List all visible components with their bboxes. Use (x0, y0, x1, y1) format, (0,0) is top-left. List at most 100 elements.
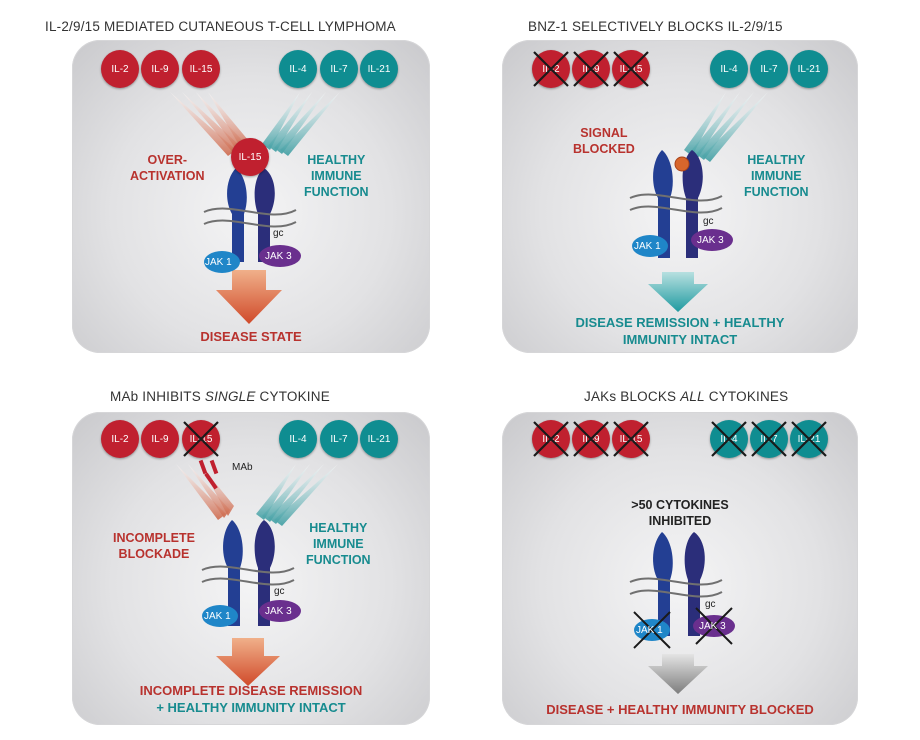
outcome-line-1: DISEASE STATE (200, 329, 302, 344)
cytokine-il-7: IL-7 (750, 50, 788, 88)
left-label-line-1: INCOMPLETE (113, 531, 195, 545)
bound-cytokine-il-15: IL-15 (231, 138, 269, 176)
gc-label: gc (273, 228, 284, 239)
healthy-immune-function-label: HEALTHY IMMUNE FUNCTION (306, 520, 371, 568)
right-label-line-2: IMMUNE (310, 169, 362, 183)
cytokine-il-21-blocked: IL-21 (790, 420, 828, 458)
mab-antibody-icon (198, 459, 219, 490)
cytokine-il-4: IL-4 (279, 420, 317, 458)
right-label-line-2: IMMUNE (312, 537, 364, 551)
right-label-line-1: HEALTHY (307, 153, 366, 167)
outcome-line-1: DISEASE + HEALTHY IMMUNITY BLOCKED (546, 702, 814, 717)
jak1-label: JAK 1 (636, 625, 663, 636)
incomplete-blockade-label: INCOMPLETE BLOCKADE (113, 530, 195, 562)
outcome-line-1: INCOMPLETE DISEASE REMISSION (139, 683, 363, 698)
gc-label: gc (703, 216, 714, 227)
right-label-line-3: FUNCTION (306, 553, 371, 567)
cytokine-il-7: IL-7 (320, 50, 358, 88)
outcome-line-2: + HEALTHY IMMUNITY INTACT (156, 700, 346, 715)
receptor (227, 168, 275, 262)
downward-arrow (216, 638, 280, 686)
cytokine-il-2: IL-2 (101, 50, 139, 88)
over-activation-label: OVER- ACTIVATION (130, 152, 205, 184)
membrane-lines (629, 193, 723, 214)
healthy-immune-function-label: HEALTHY IMMUNE FUNCTION (304, 152, 369, 200)
panel-1-title: IL-2/9/15 MEDIATED CUTANEOUS T-CELL LYMP… (45, 19, 396, 34)
membrane-lines (629, 577, 723, 598)
cytokine-il-21: IL-21 (790, 50, 828, 88)
jak1-label: JAK 1 (634, 241, 661, 252)
cytokine-il-9: IL-9 (141, 50, 179, 88)
cytokine-il-7-blocked: IL-7 (750, 420, 788, 458)
cytokines-inhibited-label: >50 CYTOKINES INHIBITED (502, 497, 858, 529)
cytokine-il-7: IL-7 (320, 420, 358, 458)
jak3-label: JAK 3 (697, 235, 724, 246)
left-label-line-2: BLOCKADE (118, 547, 190, 561)
jak-cross-out-icons (633, 607, 733, 649)
cytokine-il-4: IL-4 (710, 50, 748, 88)
right-label-line-2: IMMUNE (750, 169, 802, 183)
left-label-line-2: ACTIVATION (130, 169, 205, 183)
downward-arrow (648, 654, 708, 694)
teal-signal-rays (256, 464, 338, 526)
mab-label: MAb (232, 462, 253, 473)
right-label-line-1: HEALTHY (747, 153, 806, 167)
panel-2-title: BNZ-1 SELECTIVELY BLOCKS IL-2/9/15 (528, 19, 783, 34)
center-label-line-2: INHIBITED (648, 514, 712, 528)
left-label-line-2: BLOCKED (573, 142, 635, 156)
left-label-line-1: OVER- (147, 153, 188, 167)
center-label-line-1: >50 CYTOKINES (631, 498, 729, 512)
gc-label: gc (705, 599, 716, 610)
jak3-label: JAK 3 (265, 251, 292, 262)
membrane-lines (203, 207, 297, 228)
downward-arrow (216, 270, 282, 324)
jak3-shape (259, 245, 301, 267)
cytokine-il-4-blocked: IL-4 (710, 420, 748, 458)
cytokine-il-15: IL-15 (182, 50, 220, 88)
membrane-lines (201, 565, 295, 586)
jak3-shape (259, 600, 301, 622)
cytokine-il-21: IL-21 (360, 50, 398, 88)
jak3-label: JAK 3 (265, 606, 292, 617)
downward-arrow (648, 272, 708, 312)
cytokine-il-2-blocked: IL-2 (532, 50, 570, 88)
teal-signal-rays (684, 92, 768, 162)
outcome-line-2: IMMUNITY INTACT (622, 332, 738, 347)
cytokine-il-2: IL-2 (101, 420, 139, 458)
jak1-shape (202, 605, 238, 627)
healthy-immune-function-label: HEALTHY IMMUNE FUNCTION (744, 152, 809, 200)
jak1-shape (204, 251, 240, 273)
jak1-shape (632, 235, 668, 257)
right-label-line-1: HEALTHY (309, 521, 368, 535)
jak1-label: JAK 1 (204, 611, 231, 622)
cytokine-il-9-blocked: IL-9 (572, 420, 610, 458)
gc-label: gc (274, 586, 285, 597)
outcome-line-1: DISEASE REMISSION + HEALTHY (575, 315, 785, 330)
cytokine-il-4: IL-4 (279, 50, 317, 88)
cytokine-il-9: IL-9 (141, 420, 179, 458)
panel-4-title: JAKs BLOCKS ALL CYTOKINES (584, 389, 789, 404)
outcome-text: DISEASE STATE (72, 328, 430, 345)
red-signal-rays (170, 92, 248, 156)
left-label-line-1: SIGNAL (580, 126, 628, 140)
right-label-line-3: FUNCTION (304, 185, 369, 199)
right-label-line-3: FUNCTION (744, 185, 809, 199)
teal-signal-rays (262, 92, 340, 156)
jak3-label: JAK 3 (699, 621, 726, 632)
outcome-text: DISEASE REMISSION + HEALTHY IMMUNITY INT… (502, 314, 858, 348)
receptor (653, 150, 703, 258)
cytokine-il-21: IL-21 (360, 420, 398, 458)
jak1-label: JAK 1 (205, 257, 232, 268)
signal-blocked-label: SIGNAL BLOCKED (573, 125, 635, 157)
cytokine-il-15-blocked: IL-15 (612, 420, 650, 458)
outcome-text: INCOMPLETE DISEASE REMISSION + HEALTHY I… (72, 682, 430, 716)
jak3-shape (691, 229, 733, 251)
outcome-text: DISEASE + HEALTHY IMMUNITY BLOCKED (502, 701, 858, 718)
cytokine-il-2-blocked: IL-2 (532, 420, 570, 458)
bnz1-inhibitor-icon (674, 156, 690, 172)
panel-3-title: MAb INHIBITS SINGLE CYTOKINE (110, 389, 330, 404)
